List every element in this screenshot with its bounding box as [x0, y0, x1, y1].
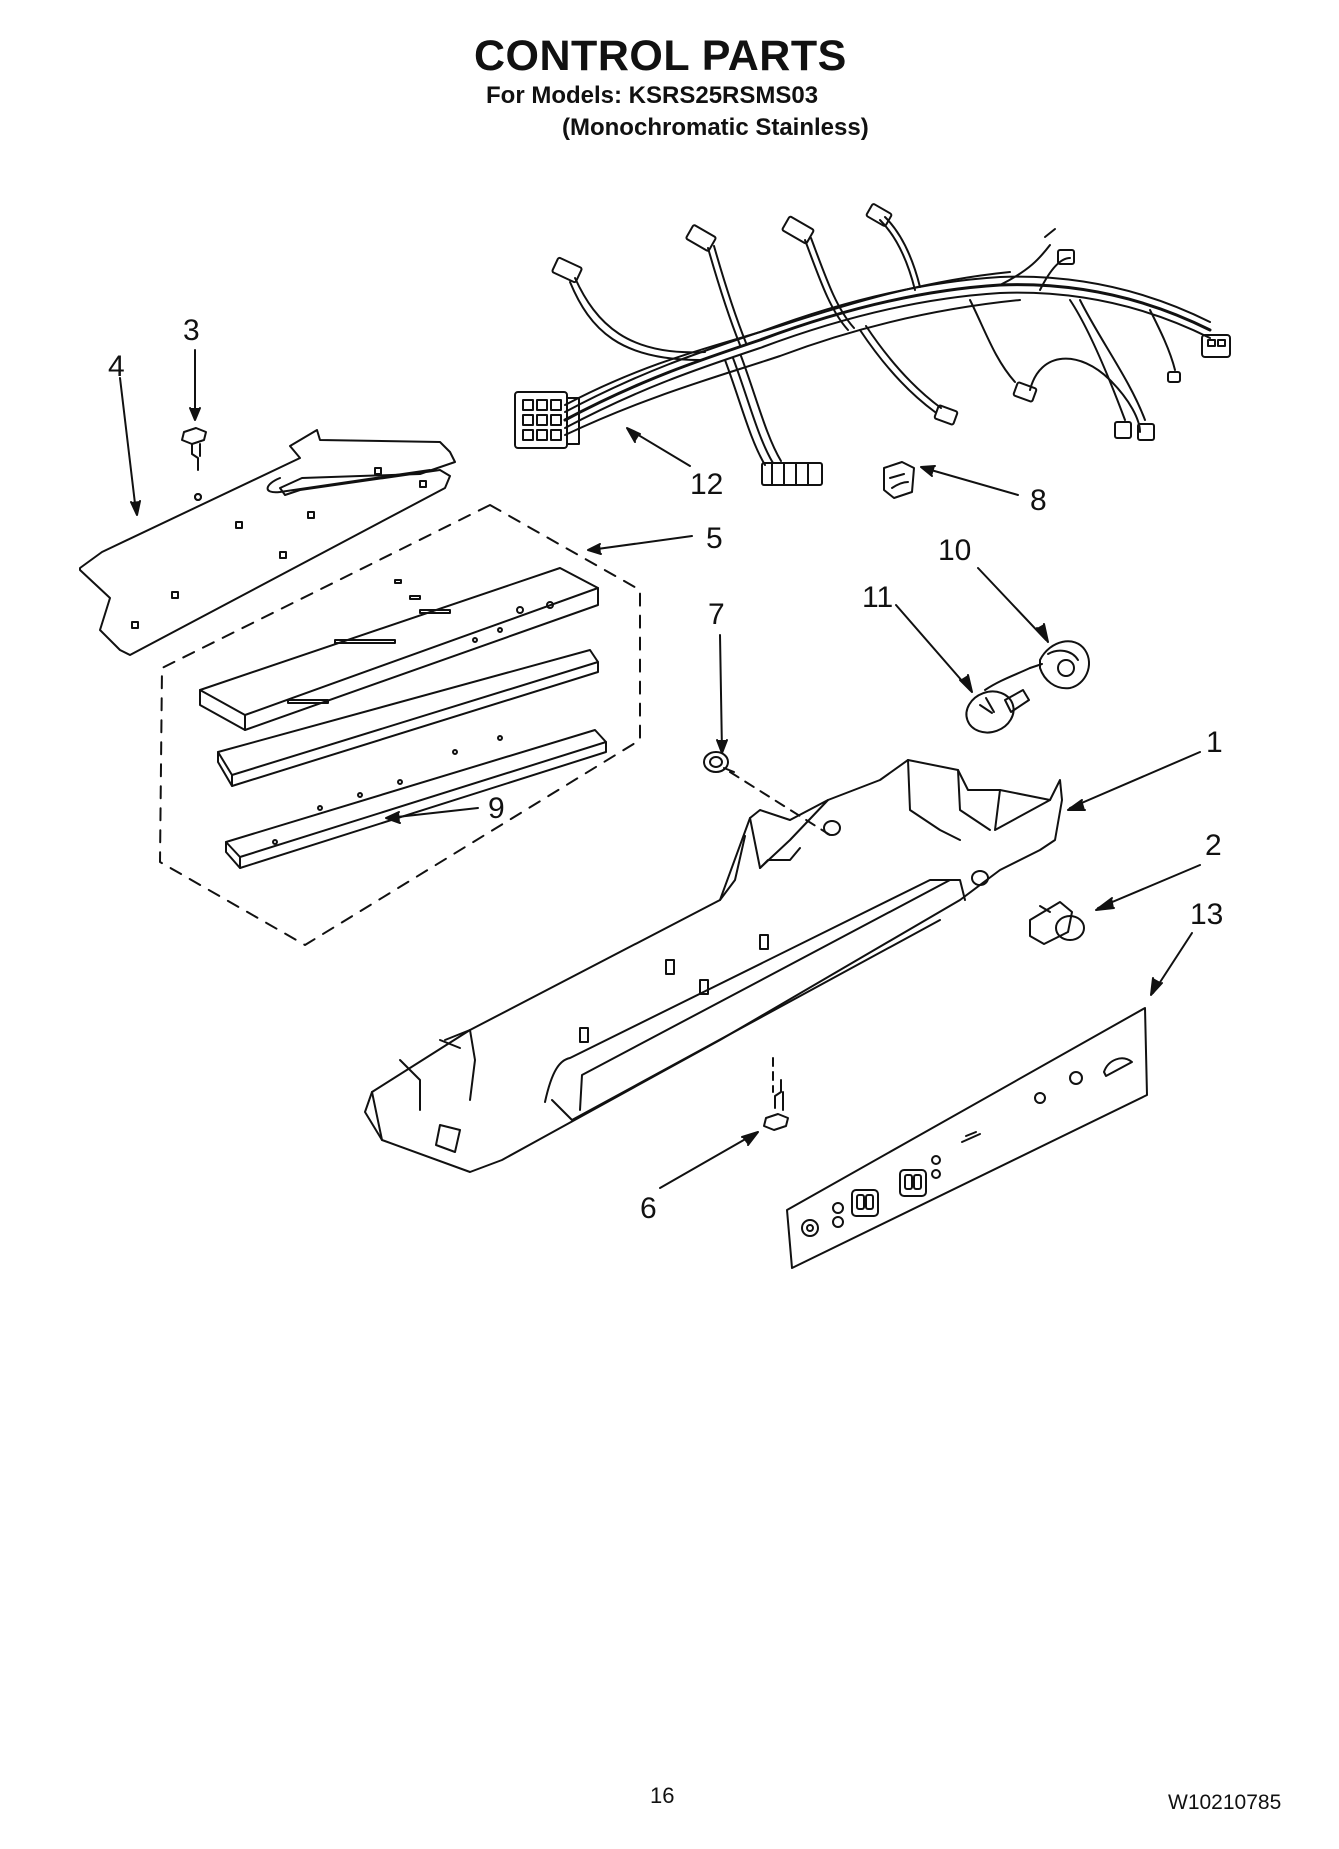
button-clip-part [1029, 901, 1085, 945]
page-number: 16 [650, 1783, 675, 1808]
board-group-outline [159, 504, 641, 946]
callout-4: 4 [108, 350, 125, 383]
callout-3: 3 [183, 314, 200, 347]
screw-part-3 [181, 427, 207, 501]
led-board-part [225, 729, 607, 869]
callout-labels: 1 2 3 4 5 6 7 8 9 10 11 12 13 [108, 314, 1223, 1225]
callout-11: 11 [862, 581, 893, 614]
models-line: For Models: KSRS25RSMS03 [486, 82, 819, 109]
finish-line: (Monochromatic Stainless) [562, 114, 869, 141]
wire-harness-part [514, 203, 1231, 486]
callout-5: 5 [706, 522, 723, 555]
small-part-8 [883, 461, 915, 499]
callout-1: 1 [1206, 726, 1223, 759]
document-number: W10210785 [1168, 1791, 1282, 1814]
control-housing-part [364, 759, 1063, 1173]
callout-13: 13 [1190, 898, 1223, 931]
screw-part-6 [763, 1079, 789, 1131]
grommet-path-line [729, 771, 831, 836]
control-overlay-part [786, 1007, 1148, 1269]
callout-12: 12 [690, 468, 723, 501]
callout-7: 7 [708, 598, 725, 631]
light-bulb-part [965, 667, 1031, 734]
callout-8: 8 [1030, 484, 1047, 517]
grommet-part-7 [703, 751, 735, 773]
cover-plate-part [79, 429, 456, 656]
callout-leaders [119, 349, 1201, 1189]
page-title: CONTROL PARTS [474, 32, 847, 80]
callout-9: 9 [488, 792, 505, 825]
callout-10: 10 [938, 534, 971, 567]
bulb-socket-part [1029, 640, 1090, 690]
callout-6: 6 [640, 1192, 657, 1225]
control-board-part [199, 567, 599, 787]
callout-2: 2 [1205, 829, 1222, 862]
